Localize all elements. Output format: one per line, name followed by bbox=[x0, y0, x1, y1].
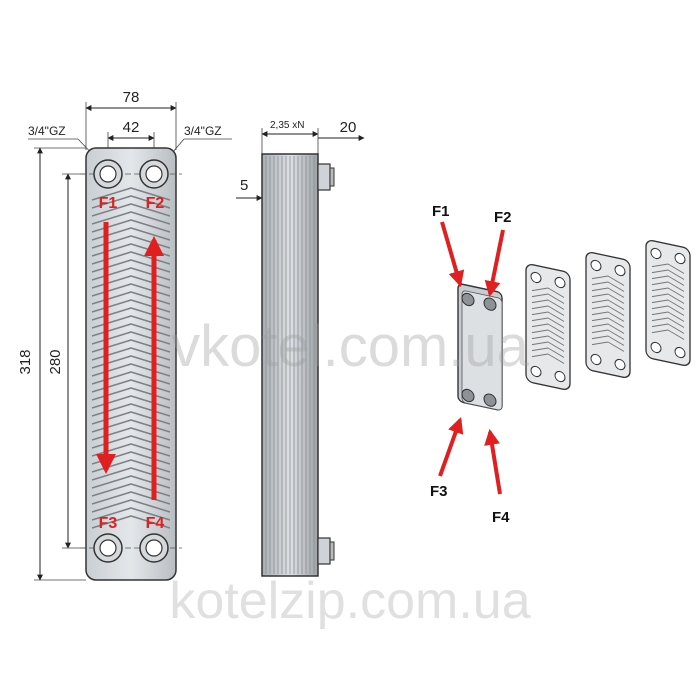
watermark-bottom: kotelzip.com.ua bbox=[169, 572, 530, 630]
thread-label-right: 3/4"GZ bbox=[184, 124, 222, 138]
watermark-center: vkotel.com.ua bbox=[171, 314, 530, 379]
dim-height-total: 318 bbox=[17, 349, 34, 374]
exploded-label-f4: F4 bbox=[492, 509, 510, 526]
dim-width-total: 78 bbox=[123, 89, 140, 106]
front-port-f4 bbox=[139, 533, 169, 563]
plate-1-chevrons bbox=[531, 287, 565, 364]
dim-port-spacing: 42 bbox=[123, 119, 140, 136]
pointer-arrow-f1 bbox=[440, 221, 465, 288]
exploded-plate-1 bbox=[525, 263, 571, 391]
front-port-f3 bbox=[93, 533, 123, 563]
dim-plate-pitch: 2,35 xN bbox=[270, 120, 304, 131]
side-view: 2,35 xN 20 5 bbox=[236, 119, 365, 577]
pointer-arrow-f3 bbox=[438, 416, 464, 477]
front-port-f1 bbox=[93, 159, 123, 189]
side-plate-lines bbox=[265, 156, 315, 574]
front-label-f2: F2 bbox=[146, 195, 165, 212]
front-label-f1: F1 bbox=[99, 195, 118, 212]
exploded-label-f2: F2 bbox=[494, 209, 512, 226]
dim-port-height: 280 bbox=[47, 349, 64, 374]
dim-nozzle-length: 20 bbox=[340, 119, 357, 136]
front-view: 78 42 3/4"GZ 3/4"GZ 318 280 bbox=[17, 89, 232, 581]
exploded-label-f3: F3 bbox=[430, 483, 448, 500]
front-label-f3: F3 bbox=[99, 515, 118, 532]
exploded-plate-3 bbox=[645, 239, 691, 367]
front-port-f2 bbox=[139, 159, 169, 189]
side-nozzle-bottom bbox=[317, 537, 335, 565]
exploded-view: F1 F2 F3 F4 bbox=[430, 203, 691, 526]
dim-end-plate: 5 bbox=[240, 177, 248, 194]
pointer-arrow-f4 bbox=[484, 428, 502, 495]
exploded-label-f1: F1 bbox=[432, 203, 450, 220]
plate-3-chevrons bbox=[651, 263, 685, 340]
plate-2-chevrons bbox=[591, 275, 625, 352]
side-nozzle-top bbox=[317, 163, 335, 191]
pointer-arrow-f2 bbox=[484, 229, 505, 298]
thread-label-left: 3/4"GZ bbox=[28, 124, 66, 138]
exploded-plate-2 bbox=[585, 251, 631, 379]
exploded-exchanger bbox=[457, 283, 503, 411]
front-label-f4: F4 bbox=[146, 515, 165, 532]
